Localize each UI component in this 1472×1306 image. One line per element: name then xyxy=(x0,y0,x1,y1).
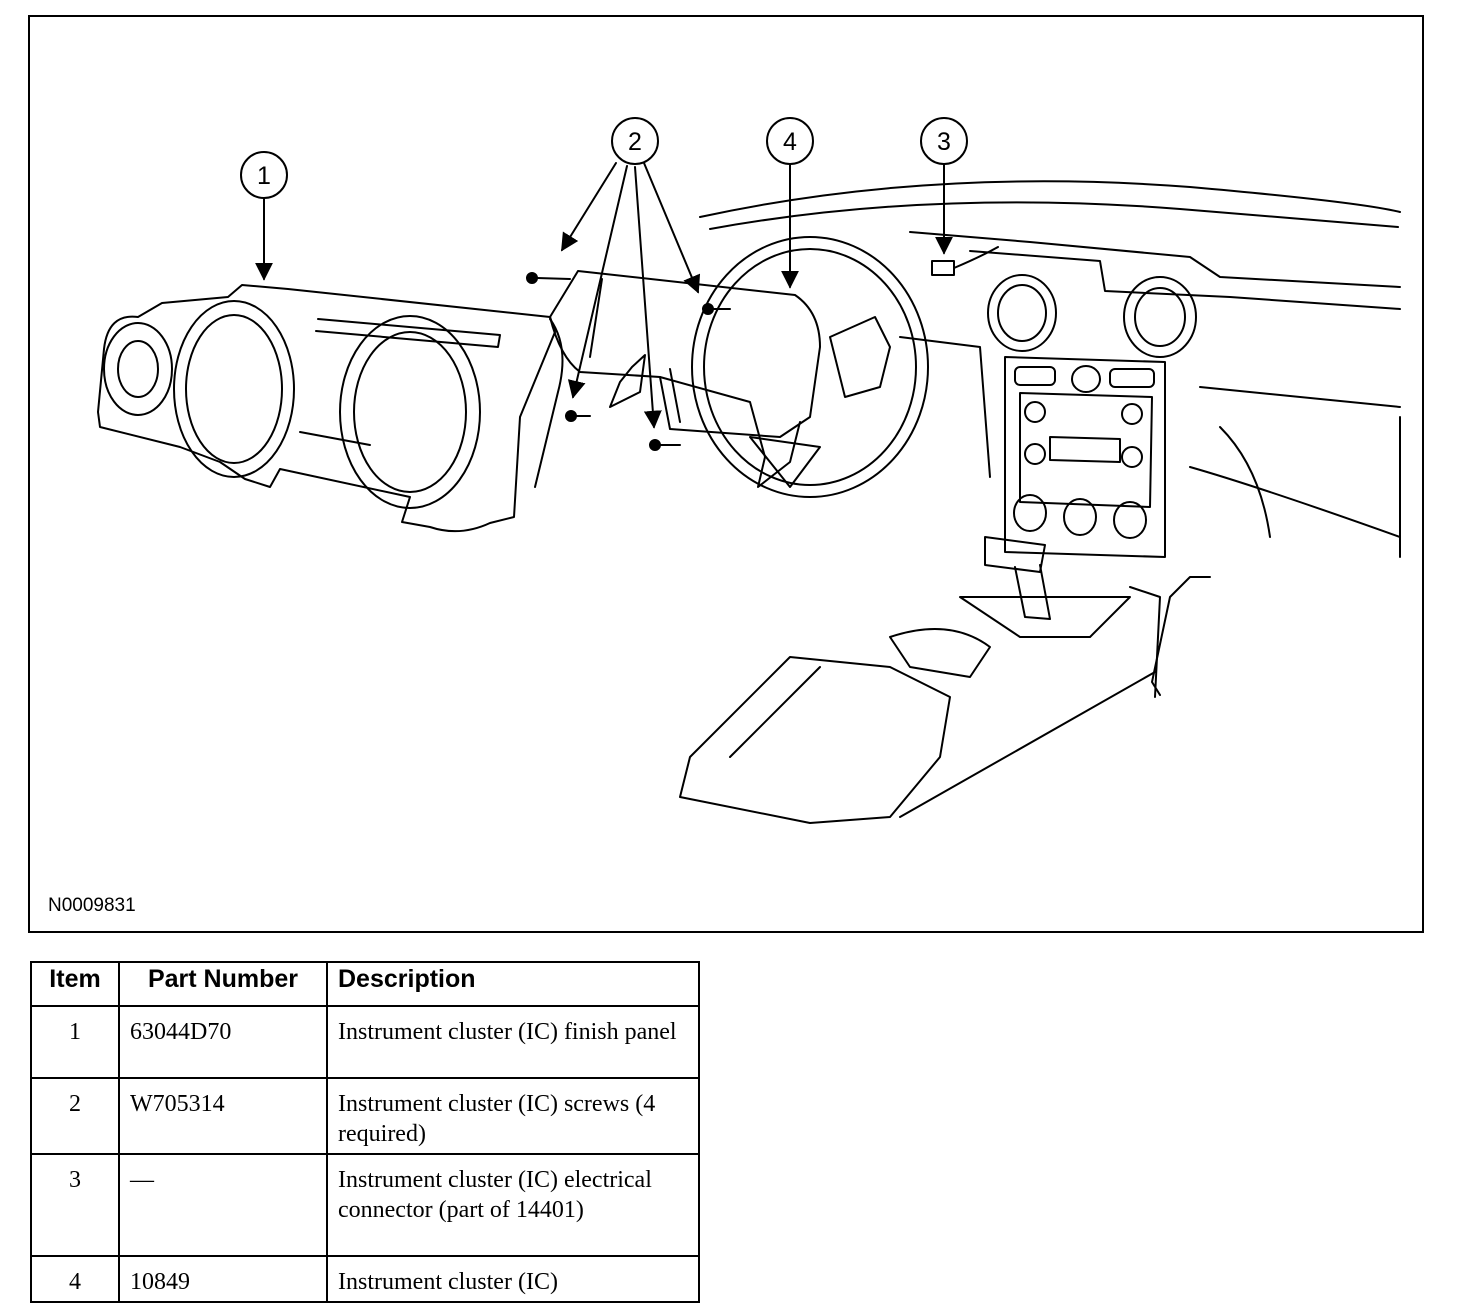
dashboard-illustration: 1 2 4 3 xyxy=(97,117,1401,824)
callout-circle-3 xyxy=(920,117,968,165)
leader-arrows xyxy=(255,162,953,429)
parts-table: Item Part Number Description 1 63044D70 … xyxy=(30,961,700,1303)
table-row: 3 — Instrument cluster (IC) electrical c… xyxy=(30,1153,700,1257)
row-description: Instrument cluster (IC) screws (4 requir… xyxy=(326,1077,700,1155)
row-part-number: 63044D70 xyxy=(118,1005,328,1079)
row-part-number: — xyxy=(118,1153,328,1257)
electrical-connector-drawing xyxy=(931,246,999,276)
instrument-cluster-drawing xyxy=(549,270,821,488)
exploded-view-figure: 1 2 4 3 N0009831 xyxy=(28,15,1424,933)
table-header-row: Item Part Number Description xyxy=(30,961,700,1007)
header-item: Item xyxy=(30,961,120,1007)
steering-wheel-drawing xyxy=(691,236,929,498)
table-row: 1 63044D70 Instrument cluster (IC) finis… xyxy=(30,1005,700,1079)
row-item: 1 xyxy=(30,1005,120,1079)
row-description: Instrument cluster (IC) finish panel xyxy=(326,1005,700,1079)
callout-circle-4 xyxy=(766,117,814,165)
callout-circle-1 xyxy=(240,151,288,199)
row-description: Instrument cluster (IC) electrical conne… xyxy=(326,1153,700,1257)
finish-panel-drawing xyxy=(97,284,564,533)
callout-label-1: 1 xyxy=(257,162,271,190)
center-stack-drawing xyxy=(1004,356,1166,558)
row-part-number: W705314 xyxy=(118,1077,328,1155)
table-row: 4 10849 Instrument cluster (IC) xyxy=(30,1255,700,1303)
callout-label-4: 4 xyxy=(783,128,797,156)
header-description: Description xyxy=(326,961,700,1007)
screws-drawing xyxy=(526,272,731,451)
row-part-number: 10849 xyxy=(118,1255,328,1303)
table-row: 2 W705314 Instrument cluster (IC) screws… xyxy=(30,1077,700,1155)
callout-label-3: 3 xyxy=(937,128,951,156)
callout-label-2: 2 xyxy=(628,128,642,156)
row-item: 2 xyxy=(30,1077,120,1155)
dashboard-body-drawing xyxy=(699,180,1401,696)
callout-circle-2 xyxy=(611,117,659,165)
row-item: 3 xyxy=(30,1153,120,1257)
figure-id: N0009831 xyxy=(48,895,136,916)
row-description: Instrument cluster (IC) xyxy=(326,1255,700,1303)
center-console-drawing xyxy=(679,536,1161,824)
header-part-number: Part Number xyxy=(118,961,328,1007)
row-item: 4 xyxy=(30,1255,120,1303)
